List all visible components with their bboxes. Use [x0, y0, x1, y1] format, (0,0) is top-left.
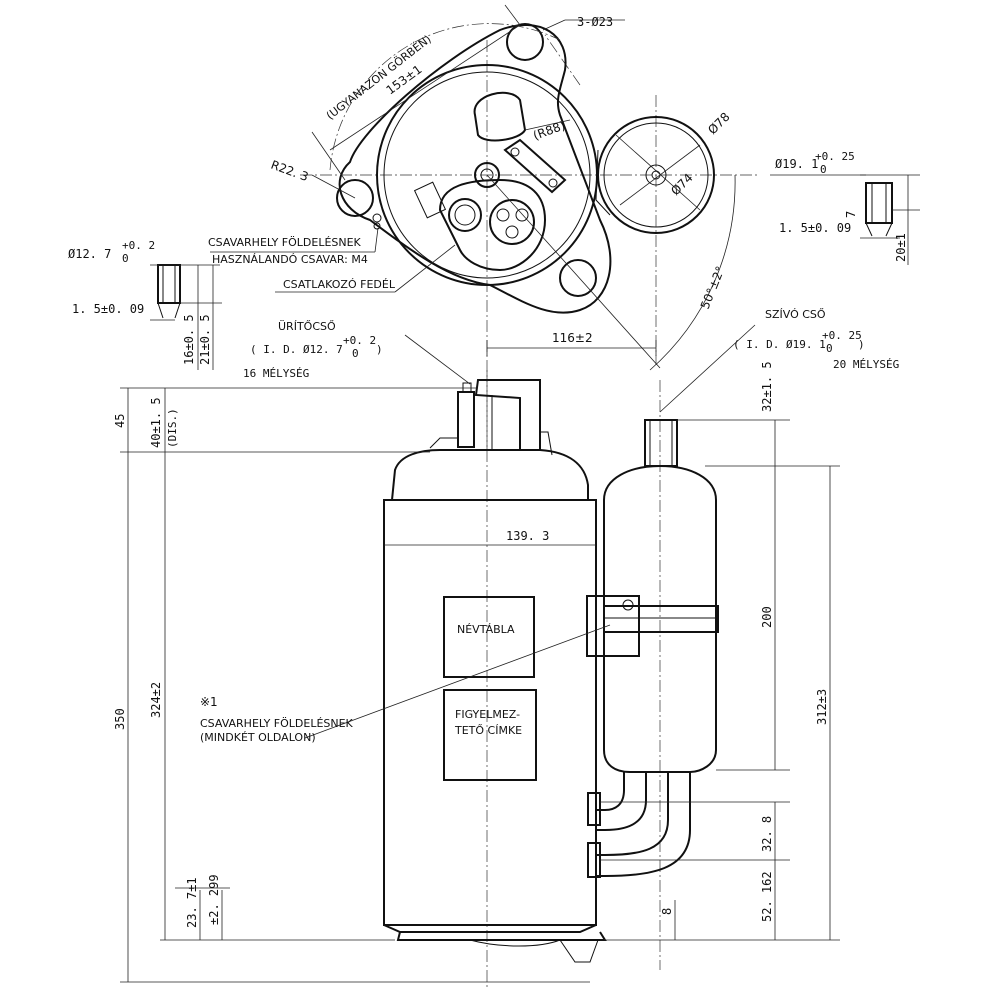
side-view	[383, 370, 719, 990]
suction-close: )	[858, 338, 865, 351]
pipe-left-tol-bottom: 0	[122, 252, 129, 265]
shell-body	[383, 499, 597, 926]
pipe-right-tol-top: +0. 25	[815, 150, 855, 163]
dim-45: 45	[113, 414, 127, 428]
discharge-callout-lines	[404, 334, 471, 385]
suction-leader	[659, 324, 756, 413]
ground-screw-line1: CSAVARHELY FÖLDELÉSNEK	[208, 236, 362, 249]
warning-line2: TETŐ CÍMKE	[454, 723, 522, 737]
dim-200: 200	[760, 606, 774, 628]
suction-pipe-label: SZÍVÓ CSŐ	[765, 307, 826, 321]
r22-dim: R22. 3	[269, 158, 310, 184]
pipe-detail-right	[770, 174, 920, 265]
dim-8: 8	[660, 908, 674, 915]
warning-line1: FIGYELMEZ-	[455, 708, 520, 721]
ground-both-line1: CSAVARHELY FÖLDELÉSNEK	[200, 717, 354, 730]
pipe-right-len2: 20±1	[894, 233, 908, 262]
ground-screw-line2: HASZNÁLANDÓ CSAVAR: M4	[212, 253, 368, 266]
pipe-right-tol-bottom: 0	[820, 163, 827, 176]
discharge-slot	[473, 91, 527, 142]
pipe-left-dia: Ø12. 7	[68, 247, 111, 261]
dim-2-299: ±2. 299	[207, 874, 221, 925]
dim-40: 40±1. 5	[149, 397, 163, 448]
pipe-left-len1: 16±0. 5	[182, 314, 196, 365]
shell-dome	[391, 449, 589, 501]
dim-52-162: 52. 162	[760, 871, 774, 922]
top-callouts	[210, 227, 456, 293]
discharge-pipe-label: ÜRÍTŐCSŐ	[278, 319, 336, 333]
discharge-id: ( I. D. Ø12. 7	[250, 343, 343, 356]
pipe-right-len1: 7	[844, 211, 858, 218]
suction-tol-bottom: 0	[826, 342, 833, 355]
r88-dim: (R88)	[531, 118, 567, 142]
dim-23-7: 23. 7±1	[185, 877, 199, 928]
mount-hole-bottom	[559, 259, 597, 297]
pipe-right-wall: 1. 5±0. 09	[779, 221, 851, 235]
top-view	[300, 23, 760, 450]
accumulator-top-outline	[597, 116, 715, 234]
note-mark: ※1	[200, 695, 218, 709]
discharge-close: )	[376, 343, 383, 356]
angle-dim: 50°±2°	[698, 264, 728, 311]
dia78-dim: Ø78	[705, 110, 732, 137]
pipe-left-wall: 1. 5±0. 09	[72, 302, 144, 316]
dim-324: 324±2	[149, 682, 163, 718]
pipe-detail-left	[150, 264, 222, 370]
suction-tol-top: +0. 25	[822, 329, 862, 342]
dim-312: 312±3	[815, 689, 829, 725]
mounting-foot-outline	[338, 24, 612, 314]
pipe-right-dia: Ø19. 1	[775, 157, 818, 171]
dim-32-1-5: 32±1. 5	[760, 361, 774, 412]
terminal-cover-shape	[438, 178, 547, 272]
mount-hole-top	[506, 23, 544, 61]
dim-32-8: 32. 8	[760, 816, 774, 852]
discharge-tol-top: +0. 2	[343, 334, 376, 347]
discharge-depth: 16 MÉLYSÉG	[243, 367, 309, 380]
ground-leader	[304, 624, 611, 739]
pipe-left-len2: 21±0. 5	[198, 314, 212, 365]
nameplate-label: NÉVTÁBLA	[457, 623, 515, 636]
offset-116-dim: 116±2	[552, 331, 593, 345]
mount-hole-left	[336, 179, 374, 217]
dim-dis: (DIS.)	[166, 408, 179, 448]
terminal-cover-label: CSATLAKOZÓ FEDÉL	[283, 278, 396, 291]
suction-id: ( I. D. Ø19. 1	[733, 338, 826, 351]
holes-dim: 3-Ø23	[577, 15, 613, 29]
side-view-dimensions	[120, 387, 840, 983]
pipe-left-tol-top: +0. 2	[122, 239, 155, 252]
accumulator-body	[603, 464, 717, 773]
top-view-dimensions	[311, 4, 736, 371]
suction-depth: 20 MÉLYSÉG	[833, 358, 899, 371]
ground-both-line2: (MINDKÉT OLDALON)	[200, 731, 316, 744]
dim-350: 350	[113, 708, 127, 730]
discharge-tol-bottom: 0	[352, 347, 359, 360]
dim-139-3: 139. 3	[506, 529, 549, 543]
